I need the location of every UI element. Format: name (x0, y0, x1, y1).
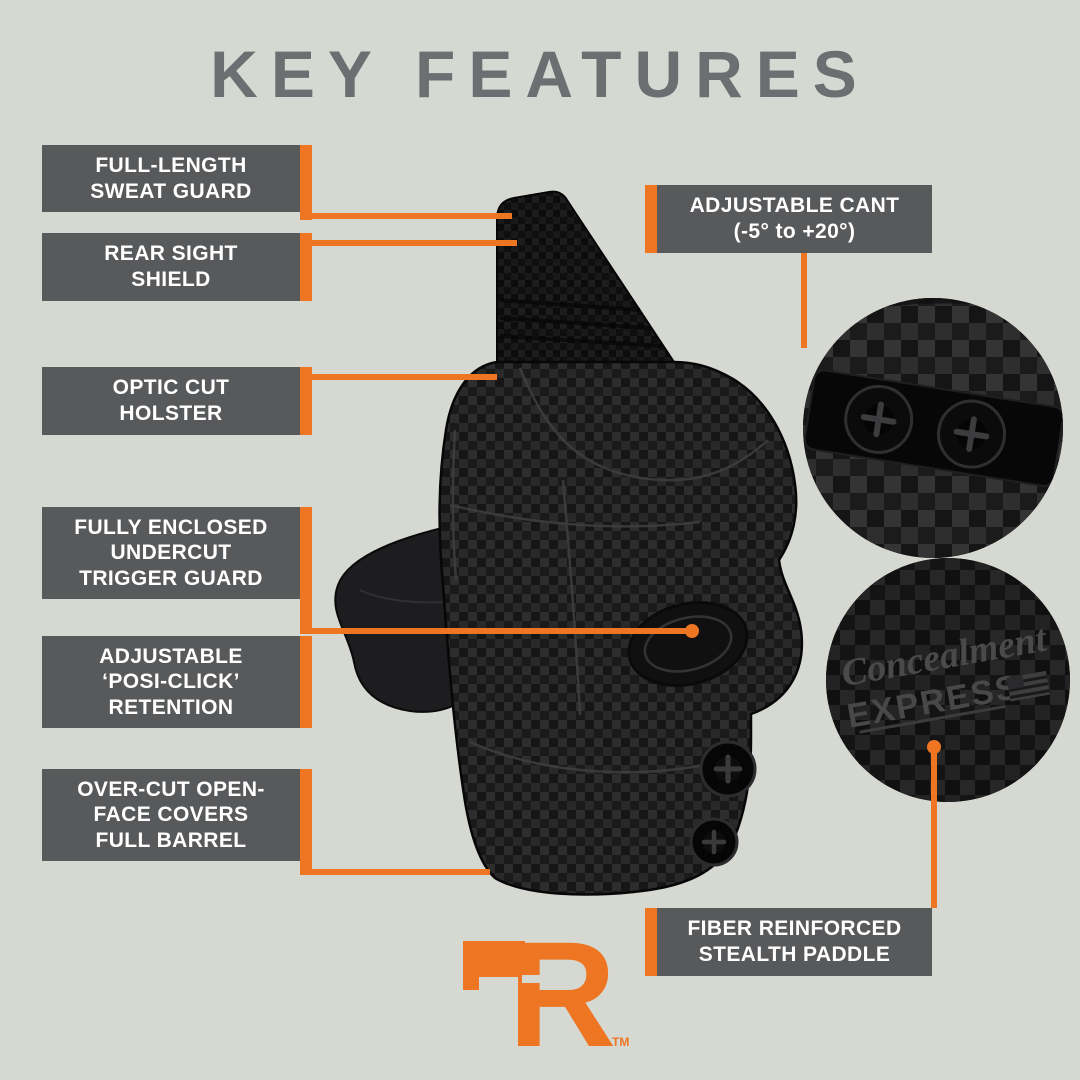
callout-line: TRIGGER GUARD (79, 566, 263, 590)
accent-bar (300, 145, 312, 220)
leader-dot-paddle (927, 740, 941, 754)
leader-barrel (300, 869, 490, 875)
inset-cant-hardware (803, 298, 1063, 558)
leader-optic-cut (300, 374, 497, 380)
callout-line: FULLY ENCLOSED (74, 515, 268, 539)
callout-line: FULL-LENGTH (95, 153, 247, 177)
callout-label: ADJUSTABLE CANT (-5° to +20°) (657, 185, 932, 253)
flag-icon (1006, 670, 1051, 702)
callout-line: HOLSTER (119, 402, 223, 425)
brand-letter: R (508, 910, 616, 1078)
callout-line: SWEAT GUARD (90, 179, 252, 203)
accent-bar (300, 769, 312, 875)
accent-bar (300, 367, 312, 435)
callout-line: ADJUSTABLE CANT (689, 194, 900, 218)
accent-bar (300, 636, 312, 728)
leader-sweat-guard (300, 213, 512, 219)
brand-logo: R TM (463, 910, 629, 1078)
retention-screw-upper (699, 740, 757, 798)
callout-label: FULL-LENGTH SWEAT GUARD (42, 145, 300, 212)
callout-label: FIBER REINFORCED STEALTH PADDLE (657, 908, 932, 976)
callout-label: ADJUSTABLE ‘POSI-CLICK’ RETENTION (42, 636, 300, 728)
callout-line: FIBER REINFORCED (687, 917, 902, 941)
leader-trigger-guard (300, 628, 692, 634)
callout-line: ‘POSI-CLICK’ (102, 670, 240, 694)
callout-label: FULLY ENCLOSED UNDERCUT TRIGGER GUARD (42, 507, 300, 599)
leader-dot-trigger-guard (685, 624, 699, 638)
callout-line: OPTIC CUT (112, 376, 230, 400)
trigger-guard (627, 601, 749, 687)
leader-cant (801, 253, 807, 348)
leader-paddle (931, 746, 937, 908)
accent-bar (645, 185, 657, 253)
inset-paddle-logo: Concealment EXPRESS (826, 558, 1070, 802)
accent-bar (300, 233, 312, 301)
callout-label: OPTIC CUT HOLSTER (42, 367, 300, 435)
brand-trademark: TM (612, 1035, 629, 1049)
callout-line: OVER-CUT OPEN- (77, 777, 265, 801)
leader-rear-sight (300, 240, 517, 246)
callout-line: UNDERCUT (110, 541, 232, 565)
accent-bar (645, 908, 657, 976)
callout-label: OVER-CUT OPEN- FACE COVERS FULL BARREL (42, 769, 300, 861)
callout-line: FULL BARREL (95, 828, 247, 852)
page-title: KEY FEATURES (210, 37, 870, 111)
accent-bar (300, 507, 312, 634)
retention-screw-lower (689, 817, 739, 867)
callout-line: STEALTH PADDLE (698, 943, 891, 966)
callout-line: RETENTION (108, 695, 234, 719)
callout-line: REAR SIGHT (104, 242, 238, 266)
callout-line: (-5° to +20°) (733, 220, 856, 243)
callout-line: SHIELD (131, 268, 211, 291)
callout-label: REAR SIGHT SHIELD (42, 233, 300, 301)
holster-image (334, 190, 804, 896)
callout-line: FACE COVERS (93, 803, 249, 827)
callout-line: ADJUSTABLE (99, 644, 243, 668)
